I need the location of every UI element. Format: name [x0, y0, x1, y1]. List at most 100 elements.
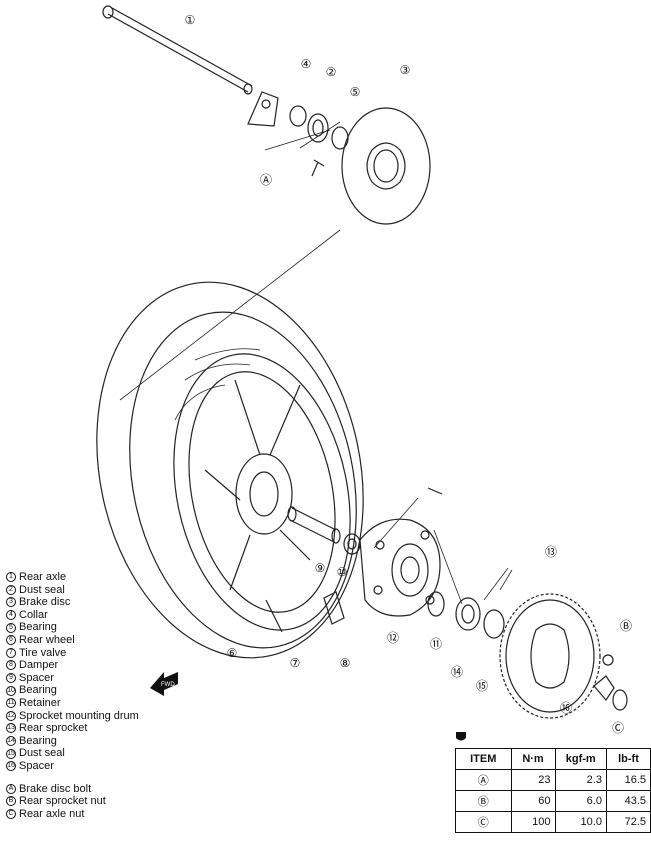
brake-disc-part: [341, 107, 431, 225]
callout-9: ⑨: [315, 561, 326, 575]
bearing-part: [307, 113, 329, 143]
legend-label: Brake disc bolt: [19, 782, 92, 795]
lbft-cell: 72.5: [605, 811, 651, 833]
header-lbft: lb-ft: [605, 748, 651, 770]
callout-13: ⑬: [545, 545, 557, 559]
table-row: Ⓑ 60 6.0 43.5: [455, 790, 651, 812]
legend-number: 13: [6, 723, 16, 734]
legend-label: Rear sprocket nut: [19, 795, 106, 808]
lbft-cell: 16.5: [605, 769, 651, 791]
legend-label: Damper: [19, 659, 59, 672]
legend-number: 3: [6, 597, 16, 608]
collar-part: [247, 91, 279, 127]
legend-label: Brake disc: [19, 596, 71, 609]
spacer-part: [287, 506, 341, 544]
rear-axle-part: [102, 5, 253, 95]
callout-10: ⑩: [337, 565, 348, 579]
legend-number: 12: [6, 710, 16, 721]
legend-number: 8: [6, 660, 16, 671]
legend-label: Sprocket mounting drum: [19, 709, 139, 722]
legend-number: A: [6, 783, 16, 794]
legend-label: Collar: [19, 608, 48, 621]
legend-number: B: [6, 796, 16, 807]
legend-label: Rear sprocket: [19, 722, 88, 735]
nm-cell: 60: [510, 790, 556, 812]
legend-number: 4: [6, 610, 16, 621]
callout-B: Ⓑ: [620, 619, 632, 633]
callout-8: ⑧: [340, 656, 351, 670]
callout-15: ⑮: [476, 679, 488, 693]
legend-label: Spacer: [19, 671, 54, 684]
table-row: Ⓐ 23 2.3 16.5: [455, 769, 651, 791]
legend-number: 5: [6, 622, 16, 633]
callout-5: ⑤: [350, 85, 361, 99]
fwd-arrow-icon: [150, 672, 178, 696]
torque-icon: [455, 730, 467, 748]
legend-label: Rear wheel: [19, 633, 75, 646]
lbft-cell: 43.5: [605, 790, 651, 812]
legend-number: 14: [6, 736, 16, 747]
legend-number: C: [6, 808, 16, 819]
legend-number: 15: [6, 748, 16, 759]
legend-number: 6: [6, 635, 16, 646]
legend-label: Bearing: [19, 621, 57, 634]
legend-number: 2: [6, 584, 16, 595]
header-item: ITEM: [455, 748, 512, 770]
callout-11: ⑪: [430, 637, 442, 651]
legend-number: 1: [6, 572, 16, 583]
callout-7: ⑦: [290, 656, 301, 670]
item-cell: Ⓒ: [455, 811, 512, 833]
nm-cell: 100: [510, 811, 556, 833]
callout-4: ④: [301, 57, 312, 71]
legend-label: Rear axle: [19, 571, 67, 583]
callout-6: ⑥: [227, 646, 238, 660]
header-nm: N·m: [510, 748, 556, 770]
callout-C: Ⓒ: [612, 721, 624, 735]
callout-14: ⑭: [451, 665, 463, 679]
table-row: Ⓒ 100 10.0 72.5: [455, 811, 651, 833]
header-kgfm: kgf-m: [554, 748, 607, 770]
legend-label: Rear axle nut: [19, 807, 85, 820]
legend-label: Tire valve: [19, 646, 67, 659]
legend-label: Dust seal: [19, 747, 65, 760]
item-cell: Ⓑ: [455, 790, 512, 812]
nm-cell: 23: [510, 769, 556, 791]
legend-label: Retainer: [19, 696, 61, 709]
torque-table: ITEM N·m kgf-m lb-ft Ⓐ 23 2.3 16.5 Ⓑ 60 …: [455, 748, 651, 833]
legend-number: 9: [6, 673, 16, 684]
callout-2: ②: [326, 65, 337, 79]
kgfm-cell: 10.0: [554, 811, 607, 833]
legend-label: Spacer: [19, 759, 54, 772]
callout-3: ③: [400, 63, 411, 77]
dust-seal-part: [289, 105, 307, 127]
fwd-label: FWD: [161, 682, 175, 688]
rear-sprocket-part: [499, 593, 601, 719]
legend-label: Bearing: [19, 684, 57, 697]
callout-1: ①: [185, 13, 196, 27]
item-cell: Ⓐ: [455, 769, 512, 791]
torque-table-header: ITEM N·m kgf-m lb-ft: [455, 748, 651, 770]
callout-12: ⑫: [387, 631, 399, 645]
kgfm-cell: 2.3: [554, 769, 607, 791]
rear-wheel-part: [96, 281, 364, 659]
kgfm-cell: 6.0: [554, 790, 607, 812]
legend-number: 7: [6, 647, 16, 658]
